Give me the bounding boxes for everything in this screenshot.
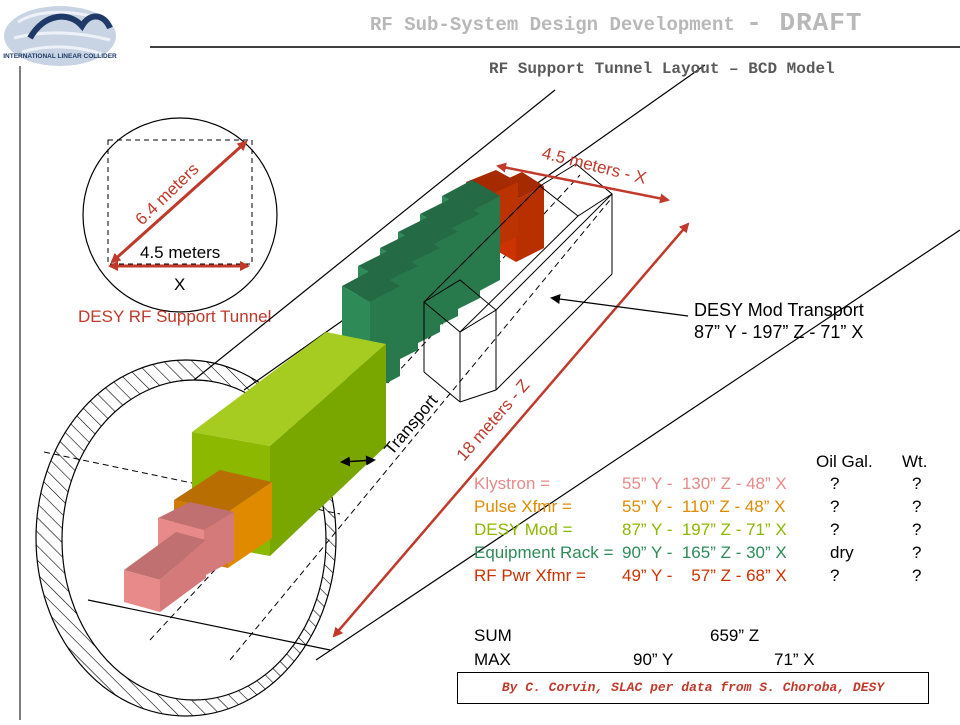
mod-transport-label-line1: DESY Mod Transport [694,300,864,320]
row-oil: ? [830,474,840,493]
row-oil: ? [830,520,840,539]
row-wt: ? [912,520,922,539]
sum-label: SUM [474,626,512,645]
section-caption: DESY RF Support Tunnel [78,307,271,326]
row-dims: 55” Y - 110” Z - 48” X [622,497,786,516]
length-dim-line [332,222,690,638]
tunnel-floor-line [87,599,331,651]
diagonal-dim-line [110,140,248,264]
row-oil: ? [830,566,840,585]
width-label: 4.5 meters [140,243,220,262]
row-wt: ? [912,566,922,585]
row-name: DESY Mod = [474,520,573,539]
row-wt: ? [912,497,922,516]
logo-text: INTERNATIONAL LINEAR COLLIDER [3,53,117,60]
ilc-logo: INTERNATIONAL LINEAR COLLIDER [3,6,117,66]
logo-wave-icon [27,13,113,40]
max-y-value: 90” Y [633,650,674,669]
page-title-draft: - DRAFT [746,8,863,38]
tunnel-cross-section: 6.4 meters 4.5 meters X DESY RF Support … [78,117,278,326]
page-subtitle: RF Support Tunnel Layout – BCD Model [489,60,835,78]
max-x-value: 71” X [774,650,815,669]
oil-header: Oil Gal. [816,452,873,471]
transport-label: Transport [381,391,442,459]
row-dims: 87” Y - 197” Z - 71” X [622,520,787,539]
row-dims: 49” Y - 57” Z - 68” X [622,566,787,585]
row-name: RF Pwr Xfmr = [474,566,586,585]
credit-box: By C. Corvin, SLAC per data from S. Chor… [457,672,929,704]
diagonal-label: 6.4 meters [132,159,203,228]
page-title-main: RF Sub-System Design Development [370,14,735,36]
wt-header: Wt. [902,452,928,471]
section-circle [82,117,278,313]
row-oil: dry [830,543,854,562]
row-name: Pulse Xfmr = [474,497,572,516]
row-wt: ? [912,543,922,562]
top-dim-line [496,162,670,204]
page-title: RF Sub-System Design Development - DRAFT [370,8,862,38]
axis-x-label: X [174,275,185,294]
row-oil: ? [830,497,840,516]
top-dim-label: 4.5 meters - X [540,143,648,187]
row-name: Klystron = [474,474,551,493]
sum-z-value: 659” Z [710,626,760,645]
klystron-box [160,540,206,612]
mod-transport-label-line2: 87” Y - 197” Z - 71” X [694,322,863,342]
row-name: Equipment Rack = [474,543,614,562]
max-label: MAX [474,650,511,669]
mod-transport-leader [550,294,689,317]
tunnel-outline [35,64,960,717]
transport-arrow [340,455,376,467]
pulse-xfmr-box [228,482,272,568]
row-wt: ? [912,474,922,493]
row-dims: 55” Y - 130” Z - 48” X [622,474,787,493]
section-rect [107,139,253,265]
row-dims: 90” Y - 165” Z - 30” X [622,543,787,562]
